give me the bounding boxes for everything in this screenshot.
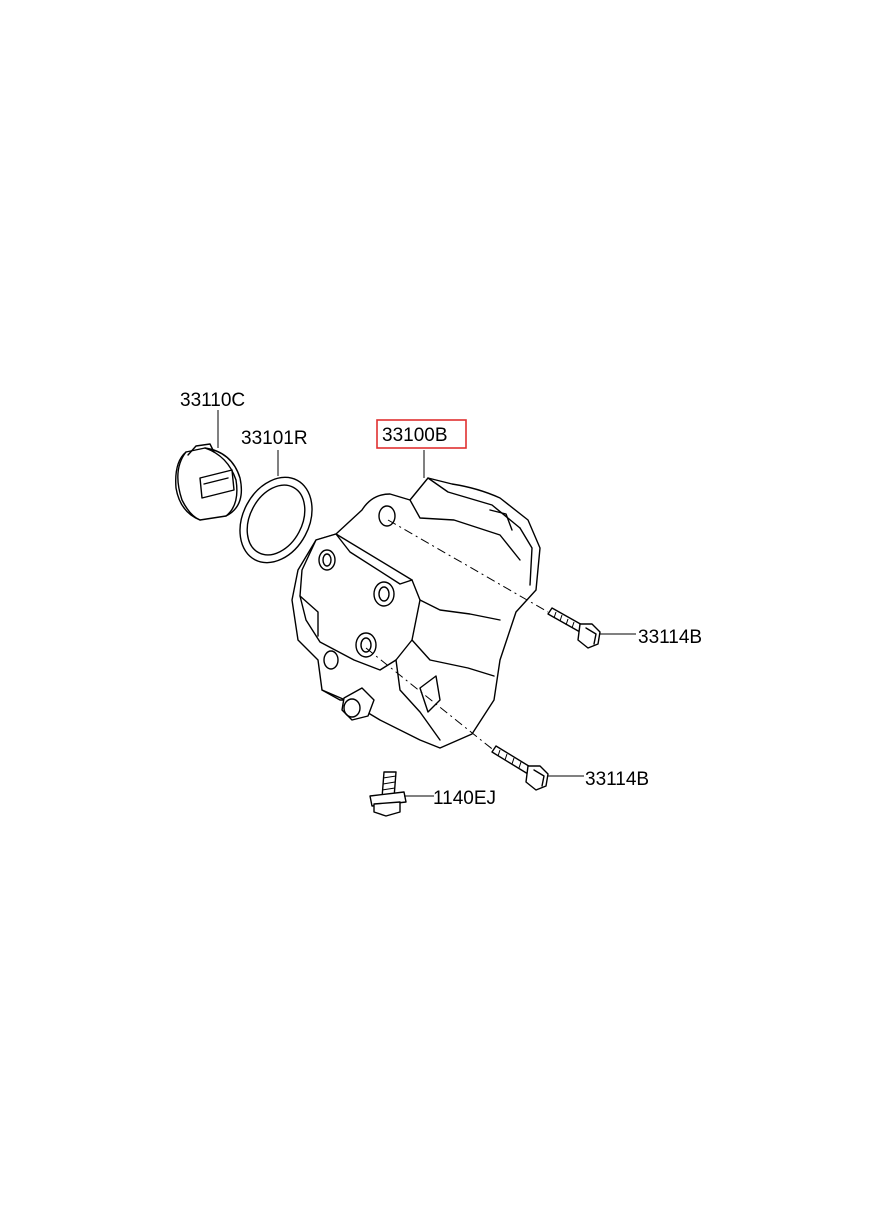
part-label-33114b-upper[interactable]: 33114B [638, 627, 702, 648]
part-label-33100b[interactable]: 33100B [382, 425, 448, 446]
part-label-33114b-lower[interactable]: 33114B [585, 769, 649, 790]
part-label-33110c[interactable]: 33110C [180, 390, 245, 411]
highlight-box [376, 419, 467, 449]
bolt-upper-drawing [547, 607, 636, 649]
part-label-1140ej[interactable]: 1140EJ [433, 788, 496, 809]
coupling-drawing [175, 443, 243, 521]
fuel-pump-drawing [291, 450, 549, 753]
part-label-33101r[interactable]: 33101R [241, 428, 308, 449]
bolt-lower-drawing [491, 745, 584, 791]
bolt-1140ej-drawing [369, 771, 434, 817]
o-ring-drawing [239, 476, 313, 564]
